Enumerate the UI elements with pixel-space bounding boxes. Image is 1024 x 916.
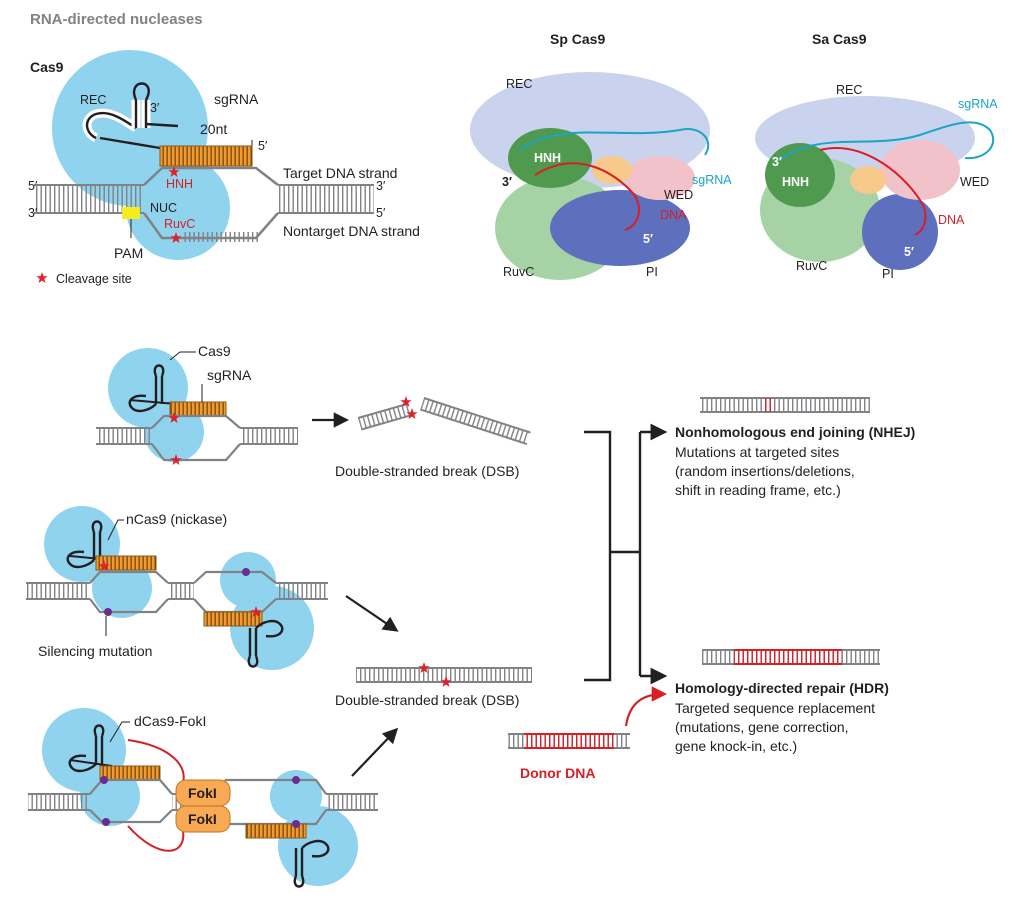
hdr-title: Homology-directed repair (HDR) bbox=[675, 680, 889, 696]
rna-3prime-label: 3′ bbox=[150, 101, 160, 115]
sp-sgrna-ribbon bbox=[519, 128, 710, 156]
sa-pi-label: PI bbox=[882, 267, 894, 281]
sa-ruvc-label: RuvC bbox=[796, 259, 827, 273]
silencing-mutation-label: Silencing mutation bbox=[38, 643, 152, 659]
cleavage-legend-label: Cleavage site bbox=[56, 272, 132, 286]
sp-wed-label: WED bbox=[664, 188, 693, 202]
sp-pi-label: PI bbox=[646, 265, 658, 279]
foki-top-label: FokI bbox=[188, 785, 217, 801]
sp-5prime-label: 5′ bbox=[643, 232, 653, 246]
sa-cas9-structure: Sa Cas9 REC sgRNA 3′ HNH WED DNA 5′ RuvC… bbox=[755, 31, 998, 281]
guide-rna-bar bbox=[159, 145, 253, 167]
rec-label: REC bbox=[80, 93, 106, 107]
rna-5prime-label: 5′ bbox=[258, 139, 268, 153]
sgrna-scaffold bbox=[82, 82, 179, 150]
repair-bracket bbox=[584, 423, 668, 685]
sa-rec-label: REC bbox=[836, 83, 862, 97]
hdr-line3: gene knock-in, etc.) bbox=[675, 738, 797, 754]
dcas9-foki-label: dCas9-FokI bbox=[134, 713, 206, 729]
target-strand-label: Target DNA strand bbox=[283, 165, 397, 181]
sgrna-callout-label: sgRNA bbox=[207, 367, 252, 383]
pam-label: PAM bbox=[114, 245, 143, 261]
sa-linker-domain bbox=[850, 166, 886, 194]
sp-pi-domain bbox=[550, 190, 690, 266]
sa-sgrna-ribbon bbox=[779, 121, 995, 161]
sp-wed-domain bbox=[625, 156, 695, 200]
donor-dna-label: Donor DNA bbox=[520, 765, 595, 781]
sp-hnh-label: HNH bbox=[534, 151, 561, 165]
sa-dna-ribbon bbox=[819, 147, 927, 236]
sp-hnh-domain bbox=[508, 128, 592, 188]
hnh-label: HNH bbox=[166, 177, 193, 191]
nhej-title: Nonhomologous end joining (NHEJ) bbox=[675, 424, 915, 440]
sp-ruvc-label: RuvC bbox=[503, 265, 534, 279]
hdr-outcome: Homology-directed repair (HDR) Targeted … bbox=[675, 649, 889, 754]
dsb-bottom: Double-stranded break (DSB) bbox=[335, 662, 532, 708]
pam-site bbox=[122, 207, 140, 219]
nontarget-strand-label: Nontarget DNA strand bbox=[283, 223, 420, 239]
sa-dna-label: DNA bbox=[938, 213, 965, 227]
nhej-line3: shift in reading frame, etc.) bbox=[675, 482, 841, 498]
donor-dna: Donor DNA bbox=[508, 686, 668, 781]
cas9-schematic: Cas9 REC 3′ sgRNA 20nt 5′ bbox=[28, 50, 420, 286]
sa-wed-label: WED bbox=[960, 175, 989, 189]
foki-arrow bbox=[351, 727, 399, 777]
sa-hnh-label: HNH bbox=[782, 175, 809, 189]
sa-sgrna-label: sgRNA bbox=[958, 97, 998, 111]
nhej-line1: Mutations at targeted sites bbox=[675, 444, 839, 460]
target-dna bbox=[34, 166, 374, 242]
nickase-row: nCas9 (nickase) Silencing mutation bbox=[26, 506, 328, 670]
ruvc-label: RuvC bbox=[164, 217, 195, 231]
nhej-outcome: Nonhomologous end joining (NHEJ) Mutatio… bbox=[675, 397, 915, 498]
hdr-line1: Targeted sequence replacement bbox=[675, 700, 875, 716]
sp-dna-label: DNA bbox=[660, 208, 687, 222]
dsb-bottom-label: Double-stranded break (DSB) bbox=[335, 692, 519, 708]
right-5prime-label: 5′ bbox=[376, 206, 386, 220]
dsb-top-label: Double-stranded break (DSB) bbox=[335, 463, 519, 479]
sa-5prime-label: 5′ bbox=[904, 245, 914, 259]
sp-cas9-title: Sp Cas9 bbox=[550, 31, 605, 47]
section-title: RNA-directed nucleases bbox=[30, 11, 203, 28]
nickase-arrow bbox=[345, 595, 399, 632]
cas9-dsb-row: Cas9 sgRNA Double-stranded break (DSB) bbox=[96, 343, 531, 479]
twenty-nt-label: 20nt bbox=[200, 121, 227, 137]
sp-dna-ribbon bbox=[534, 162, 640, 231]
left-5prime-label: 5′ bbox=[28, 179, 38, 193]
right-3prime-label: 3′ bbox=[376, 179, 386, 193]
sp-cas9-structure: Sp Cas9 REC HNH 3′ sgRNA WED DNA 5′ RuvC… bbox=[470, 31, 732, 280]
sp-3prime-label: 3′ bbox=[502, 175, 512, 189]
cas9-title: Cas9 bbox=[30, 59, 64, 75]
sa-3prime-label: 3′ bbox=[772, 155, 782, 169]
hdr-line2: (mutations, gene correction, bbox=[675, 719, 849, 735]
left-3prime-label: 3′ bbox=[28, 206, 38, 220]
cas9-callout-label: Cas9 bbox=[198, 343, 231, 359]
cleavage-legend-star bbox=[36, 272, 48, 283]
sp-rec-label: REC bbox=[506, 77, 532, 91]
sgrna-label: sgRNA bbox=[214, 91, 259, 107]
nhej-line2: (random insertions/deletions, bbox=[675, 463, 855, 479]
nickase-label: nCas9 (nickase) bbox=[126, 511, 227, 527]
sp-sgrna-label: sgRNA bbox=[692, 173, 732, 187]
sp-linker-domain bbox=[592, 156, 632, 184]
dcas9-foki-row: FokI FokI dCas9-FokI bbox=[28, 708, 378, 888]
foki-bottom-label: FokI bbox=[188, 811, 217, 827]
dsb-fragments-top bbox=[357, 396, 531, 445]
sa-pi-domain bbox=[862, 194, 938, 270]
sa-wed-domain bbox=[880, 140, 960, 200]
nuc-label: NUC bbox=[150, 201, 177, 215]
sa-cas9-title: Sa Cas9 bbox=[812, 31, 867, 47]
